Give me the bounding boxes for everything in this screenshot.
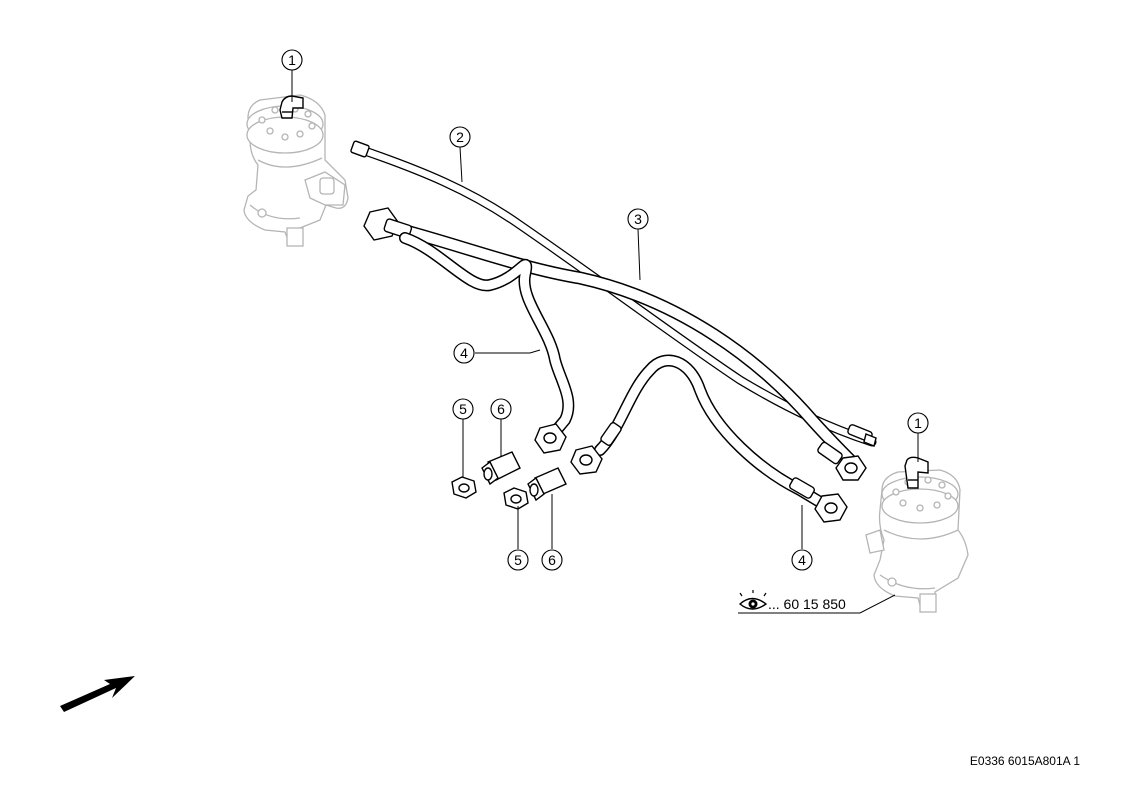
nut-5b bbox=[503, 487, 529, 510]
callout-5-top: 5 bbox=[452, 398, 474, 420]
callout-label: 1 bbox=[914, 415, 922, 431]
valve-block-right bbox=[865, 469, 969, 613]
callout-6-bottom: 6 bbox=[541, 549, 563, 571]
hose-4a bbox=[399, 232, 575, 454]
callout-6-top: 6 bbox=[490, 398, 512, 420]
direction-arrow-icon bbox=[60, 676, 135, 712]
callout-label: 5 bbox=[459, 401, 467, 417]
callout-1-right: 1 bbox=[907, 412, 929, 434]
callout-label: 6 bbox=[497, 401, 505, 417]
callout-label: 5 bbox=[514, 552, 522, 568]
reference-text: ... 60 15 850 bbox=[768, 596, 846, 612]
callout-4-left: 4 bbox=[453, 342, 475, 364]
valve-block-left bbox=[243, 94, 349, 247]
callout-label: 4 bbox=[798, 552, 806, 568]
elbow-fitting-right bbox=[904, 456, 929, 489]
hose-4b bbox=[570, 354, 848, 523]
callout-3: 3 bbox=[627, 208, 649, 230]
elbow-fitting-left bbox=[279, 95, 304, 119]
callout-label: 6 bbox=[548, 552, 556, 568]
callout-label: 4 bbox=[460, 345, 468, 361]
leader-lines bbox=[291, 70, 919, 614]
callout-4-right: 4 bbox=[791, 549, 813, 571]
adapter-6a bbox=[481, 451, 521, 486]
callout-label: 1 bbox=[288, 52, 296, 68]
eye-icon bbox=[738, 590, 768, 610]
callout-label: 3 bbox=[634, 211, 642, 227]
callout-2: 2 bbox=[449, 126, 471, 148]
adapter-6b bbox=[527, 467, 567, 502]
reference-marker[interactable]: ... 60 15 850 bbox=[738, 590, 846, 612]
callout-5-bottom: 5 bbox=[507, 549, 529, 571]
drawing-code: E0336 6015A801A 1 bbox=[969, 754, 1080, 768]
nut-5a bbox=[451, 476, 477, 499]
callout-1-left: 1 bbox=[281, 49, 303, 71]
hose-3 bbox=[363, 207, 867, 481]
callout-label: 2 bbox=[456, 129, 464, 145]
